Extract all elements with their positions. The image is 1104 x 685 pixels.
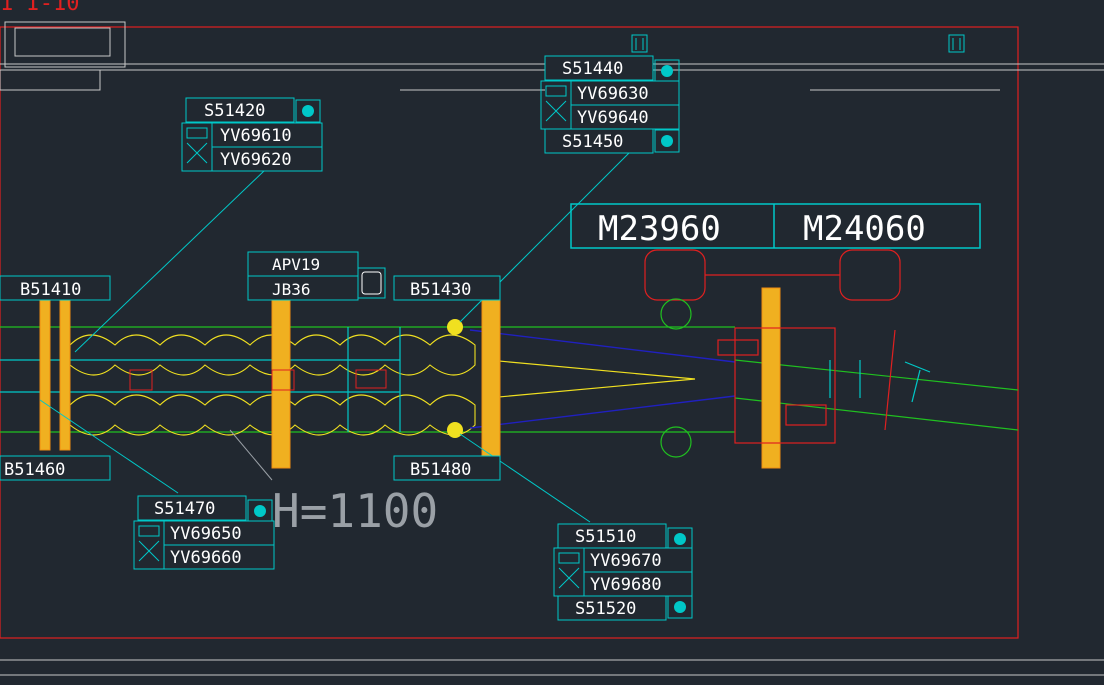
sensor-label: B51480 xyxy=(410,460,471,480)
sensor-b51410[interactable]: B51410 xyxy=(0,275,111,301)
valve-block-s51440[interactable]: S51440 YV69630 YV69640 S51450 xyxy=(540,55,680,154)
switch-label: S51440 xyxy=(562,59,623,79)
solenoid-valve-icon xyxy=(558,552,580,589)
apv-junction-box[interactable]: APV19 JB36 xyxy=(247,251,386,301)
switch-label: S51470 xyxy=(154,499,215,519)
limit-switch-icon xyxy=(302,105,314,117)
switch-label: S51520 xyxy=(575,599,636,619)
drawing-frame xyxy=(0,21,1104,676)
valve-label: YV69630 xyxy=(577,84,649,104)
dimension-text: H=1100 xyxy=(272,484,438,538)
motor-label-2: M24060 xyxy=(803,209,926,249)
leader-lines xyxy=(39,151,631,523)
switch-label: S51450 xyxy=(562,132,623,152)
valve-label: YV69680 xyxy=(590,575,662,595)
valve-label: YV69660 xyxy=(170,548,242,568)
switch-label: S51420 xyxy=(204,101,265,121)
column-marker-icon xyxy=(948,34,965,53)
limit-switch-icon xyxy=(674,601,686,613)
valve-label: YV69640 xyxy=(577,108,649,128)
sensor-label: B51460 xyxy=(4,460,65,480)
junction-box-icon xyxy=(361,271,382,295)
limit-switch-icon xyxy=(674,533,686,545)
valve-label: YV69620 xyxy=(220,150,292,170)
switch-label: S51510 xyxy=(575,527,636,547)
apv-label: APV19 xyxy=(272,255,320,274)
conveyor-body[interactable] xyxy=(0,249,1019,469)
solenoid-valve-icon xyxy=(138,525,160,562)
column-marker-icon xyxy=(631,34,648,53)
jb-label: JB36 xyxy=(272,280,311,299)
solenoid-valve-icon xyxy=(545,85,567,122)
top-title: 1 I-10 xyxy=(0,0,79,16)
valve-block-s51470[interactable]: S51470 YV69650 YV69660 xyxy=(133,495,275,570)
sensor-b51430[interactable]: B51430 xyxy=(393,275,501,301)
valve-label: YV69650 xyxy=(170,524,242,544)
limit-switch-icon xyxy=(254,505,266,517)
motor-label-box[interactable]: M23960 M24060 xyxy=(570,203,981,249)
sensor-label: B51430 xyxy=(410,280,471,300)
sensor-label: B51410 xyxy=(20,280,81,300)
sensor-b51480[interactable]: B51480 xyxy=(393,455,501,481)
proximity-sensor-icon[interactable] xyxy=(447,319,463,335)
valve-block-s51420[interactable]: S51420 YV69610 YV69620 xyxy=(181,97,323,172)
valve-block-s51510[interactable]: S51510 YV69670 YV69680 S51520 xyxy=(553,523,693,621)
sensor-b51460[interactable]: B51460 xyxy=(0,455,111,481)
limit-switch-icon xyxy=(661,135,673,147)
motor-label-1: M23960 xyxy=(598,209,721,249)
solenoid-valve-icon xyxy=(186,127,208,164)
valve-label: YV69670 xyxy=(590,551,662,571)
proximity-sensor-icon[interactable] xyxy=(447,422,463,438)
valve-label: YV69610 xyxy=(220,126,292,146)
limit-switch-icon xyxy=(661,65,673,77)
